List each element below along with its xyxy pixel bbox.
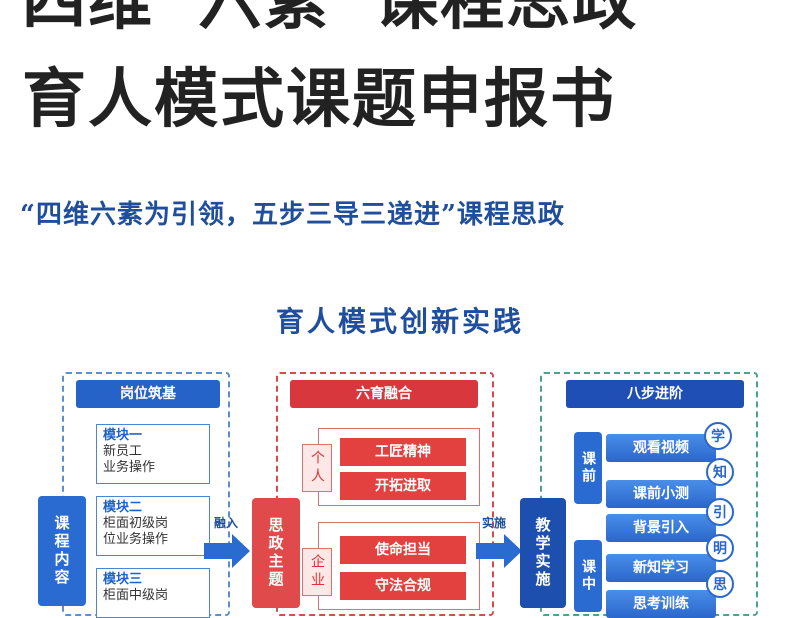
phase-before-class: 课前 (574, 432, 602, 504)
left-panel-header: 岗位筑基 (76, 380, 220, 408)
arrow-right-icon (476, 534, 522, 568)
circle-3: 引 (706, 498, 734, 526)
step-1: 观看视频 (606, 434, 716, 462)
arrow-2-label: 实施 (482, 516, 507, 530)
diagram: 岗位筑基 课程内容 模块一 新员工 业务操作 模块二 柜面初级岗 位业务操作 模… (0, 362, 800, 618)
subtitle-secondary: 育人模式创新实践 (275, 305, 524, 338)
group-2-item-2: 守法合规 (340, 572, 466, 600)
subtitle: “四维六素为引领，五步三导三递进”课程思政 (20, 200, 565, 230)
center-side-label: 思政主题 (252, 498, 300, 608)
module-2-title: 模块二 (103, 500, 143, 515)
module-3-title: 模块三 (103, 572, 143, 587)
group-2-label: 企业 (302, 548, 332, 596)
group-1-label: 个人 (302, 444, 332, 492)
group-1-item-1: 工匠精神 (340, 438, 466, 466)
arrow-1-label: 融入 (214, 516, 239, 530)
left-side-label: 课程内容 (38, 496, 86, 606)
circle-4: 明 (706, 534, 734, 562)
module-1-text-2: 业务操作 (103, 460, 156, 475)
module-1: 模块一 新员工 业务操作 (96, 424, 210, 484)
step-5: 思考训练 (606, 590, 716, 618)
circle-2: 知 (706, 458, 734, 486)
module-1-text-1: 新员工 (103, 444, 143, 459)
circle-1: 学 (704, 422, 732, 450)
module-3: 模块三 柜面中级岗 (96, 568, 210, 618)
circle-5: 思 (706, 570, 734, 598)
phase-in-class: 课中 (574, 540, 602, 612)
right-panel-header: 八步进阶 (566, 380, 744, 408)
step-4: 新知学习 (606, 554, 716, 582)
module-3-text-1: 柜面中级岗 (103, 588, 169, 603)
module-2: 模块二 柜面初级岗 位业务操作 (96, 496, 210, 556)
right-side-label: 教学实施 (520, 498, 566, 608)
group-1-item-2: 开拓进取 (340, 472, 466, 500)
group-2-item-1: 使命担当 (340, 536, 466, 564)
module-1-title: 模块一 (103, 428, 143, 443)
module-2-text-1: 柜面初级岗 (103, 516, 169, 531)
module-2-text-2: 位业务操作 (103, 532, 169, 547)
title-line-2: 育人模式课题申报书 (22, 63, 616, 137)
arrow-right-icon (204, 534, 250, 568)
step-2: 课前小测 (606, 480, 716, 508)
center-panel-header: 六育融合 (290, 380, 478, 408)
title-line-1: 四维“六素”课程思政 (22, 0, 639, 39)
step-3: 背景引入 (606, 514, 716, 542)
